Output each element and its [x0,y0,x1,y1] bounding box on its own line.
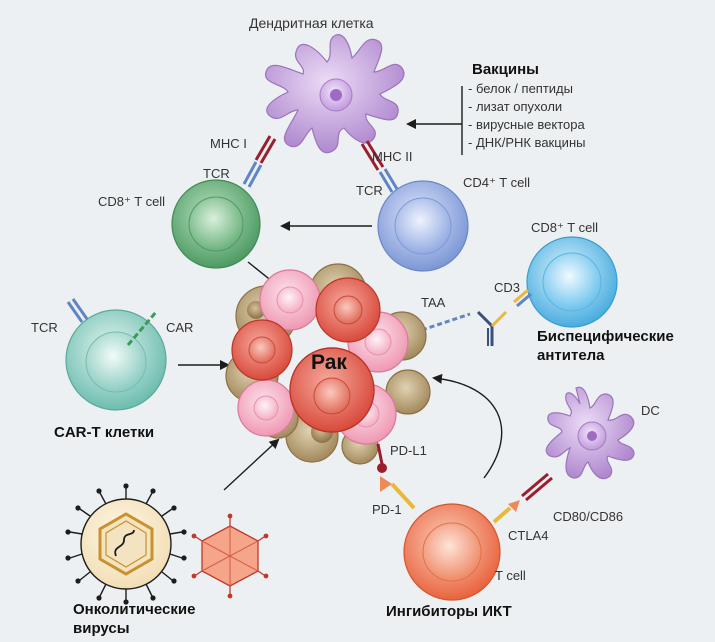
tcr-cd4-label: TCR [356,183,383,198]
vaccine-item: - белок / пептиды [468,81,573,96]
cd8-t-cell-left [171,179,261,269]
cd8-left-label: CD8⁺ T cell [98,194,166,209]
t-cell-bottom [403,503,501,601]
oncolytic-label-line2: вирусы [73,620,130,637]
cart-group-label: CAR-T клетки [54,424,155,441]
vaccine-item: - лизат опухоли [468,99,563,114]
pd1-label: PD-1 [372,502,402,517]
pdl1-label: PD-L1 [390,443,427,458]
tcr-cd8-label: TCR [203,166,230,181]
cd8-t-cell-right [526,236,618,328]
oncolytic-label-line1: Онколитические [73,601,196,618]
pd1-receptor [380,476,416,510]
dendritic-cell-label: Дендритная клетка [249,15,374,31]
vaccines-title: Вакцины [472,61,539,78]
dc-small [545,386,635,480]
car-receptor [126,311,158,346]
cd3-receptor [513,288,532,308]
cart-tcr-receptor [66,298,89,323]
ctla4-receptor [492,500,520,524]
ctla4-label: CTLA4 [508,528,549,543]
cd8-right-label: CD8⁺ T cell [531,220,599,235]
cd4-t-cell [377,180,469,272]
tcr-cd8-receptor [242,161,263,188]
dendritic-cell [254,34,405,171]
car-label: CAR [166,320,194,335]
pdl1-receptor [376,443,387,473]
cd3-label: CD3 [494,280,521,295]
arrow-checkpoint-to-tumor [432,373,503,479]
cd80-receptor [521,472,553,502]
cancer-label: Рак [311,351,347,374]
cart-tcr-label: TCR [31,320,58,335]
mhc2-receptor [360,140,385,171]
tcr-cd4-receptor [378,168,399,193]
bispecific-label-line2: антитела [537,347,605,364]
vaccine-item: - ДНК/РНК вакцины [468,135,586,150]
bispecific-label-line1: Биспецифические [537,328,674,345]
checkpoint-label: Ингибиторы ИКТ [386,603,512,620]
t-cell-label: T cell [495,568,526,583]
vaccine-item: - вирусные вектора [468,117,585,132]
oncolytic-virus-large [65,483,187,605]
car-t-cell [65,298,167,411]
bispecific-antibody [476,310,508,346]
oncolytic-virus-small [191,513,269,599]
arrow-virus-to-tumor [223,438,280,491]
tumor-mass [225,263,431,465]
taa-label: TAA [421,295,446,310]
mhc1-label: MHC I [210,136,247,151]
dc-small-label: DC [641,403,660,418]
cd80-label: CD80/CD86 [553,509,624,524]
vaccines-list: - белок / пептиды - лизат опухоли - виру… [468,80,585,152]
mhc2-label: MHC II [372,149,413,164]
arrows [178,119,503,491]
cd4-label: CD4⁺ T cell [463,175,531,190]
mhc1-receptor [254,135,277,164]
taa-antigen [421,312,471,332]
